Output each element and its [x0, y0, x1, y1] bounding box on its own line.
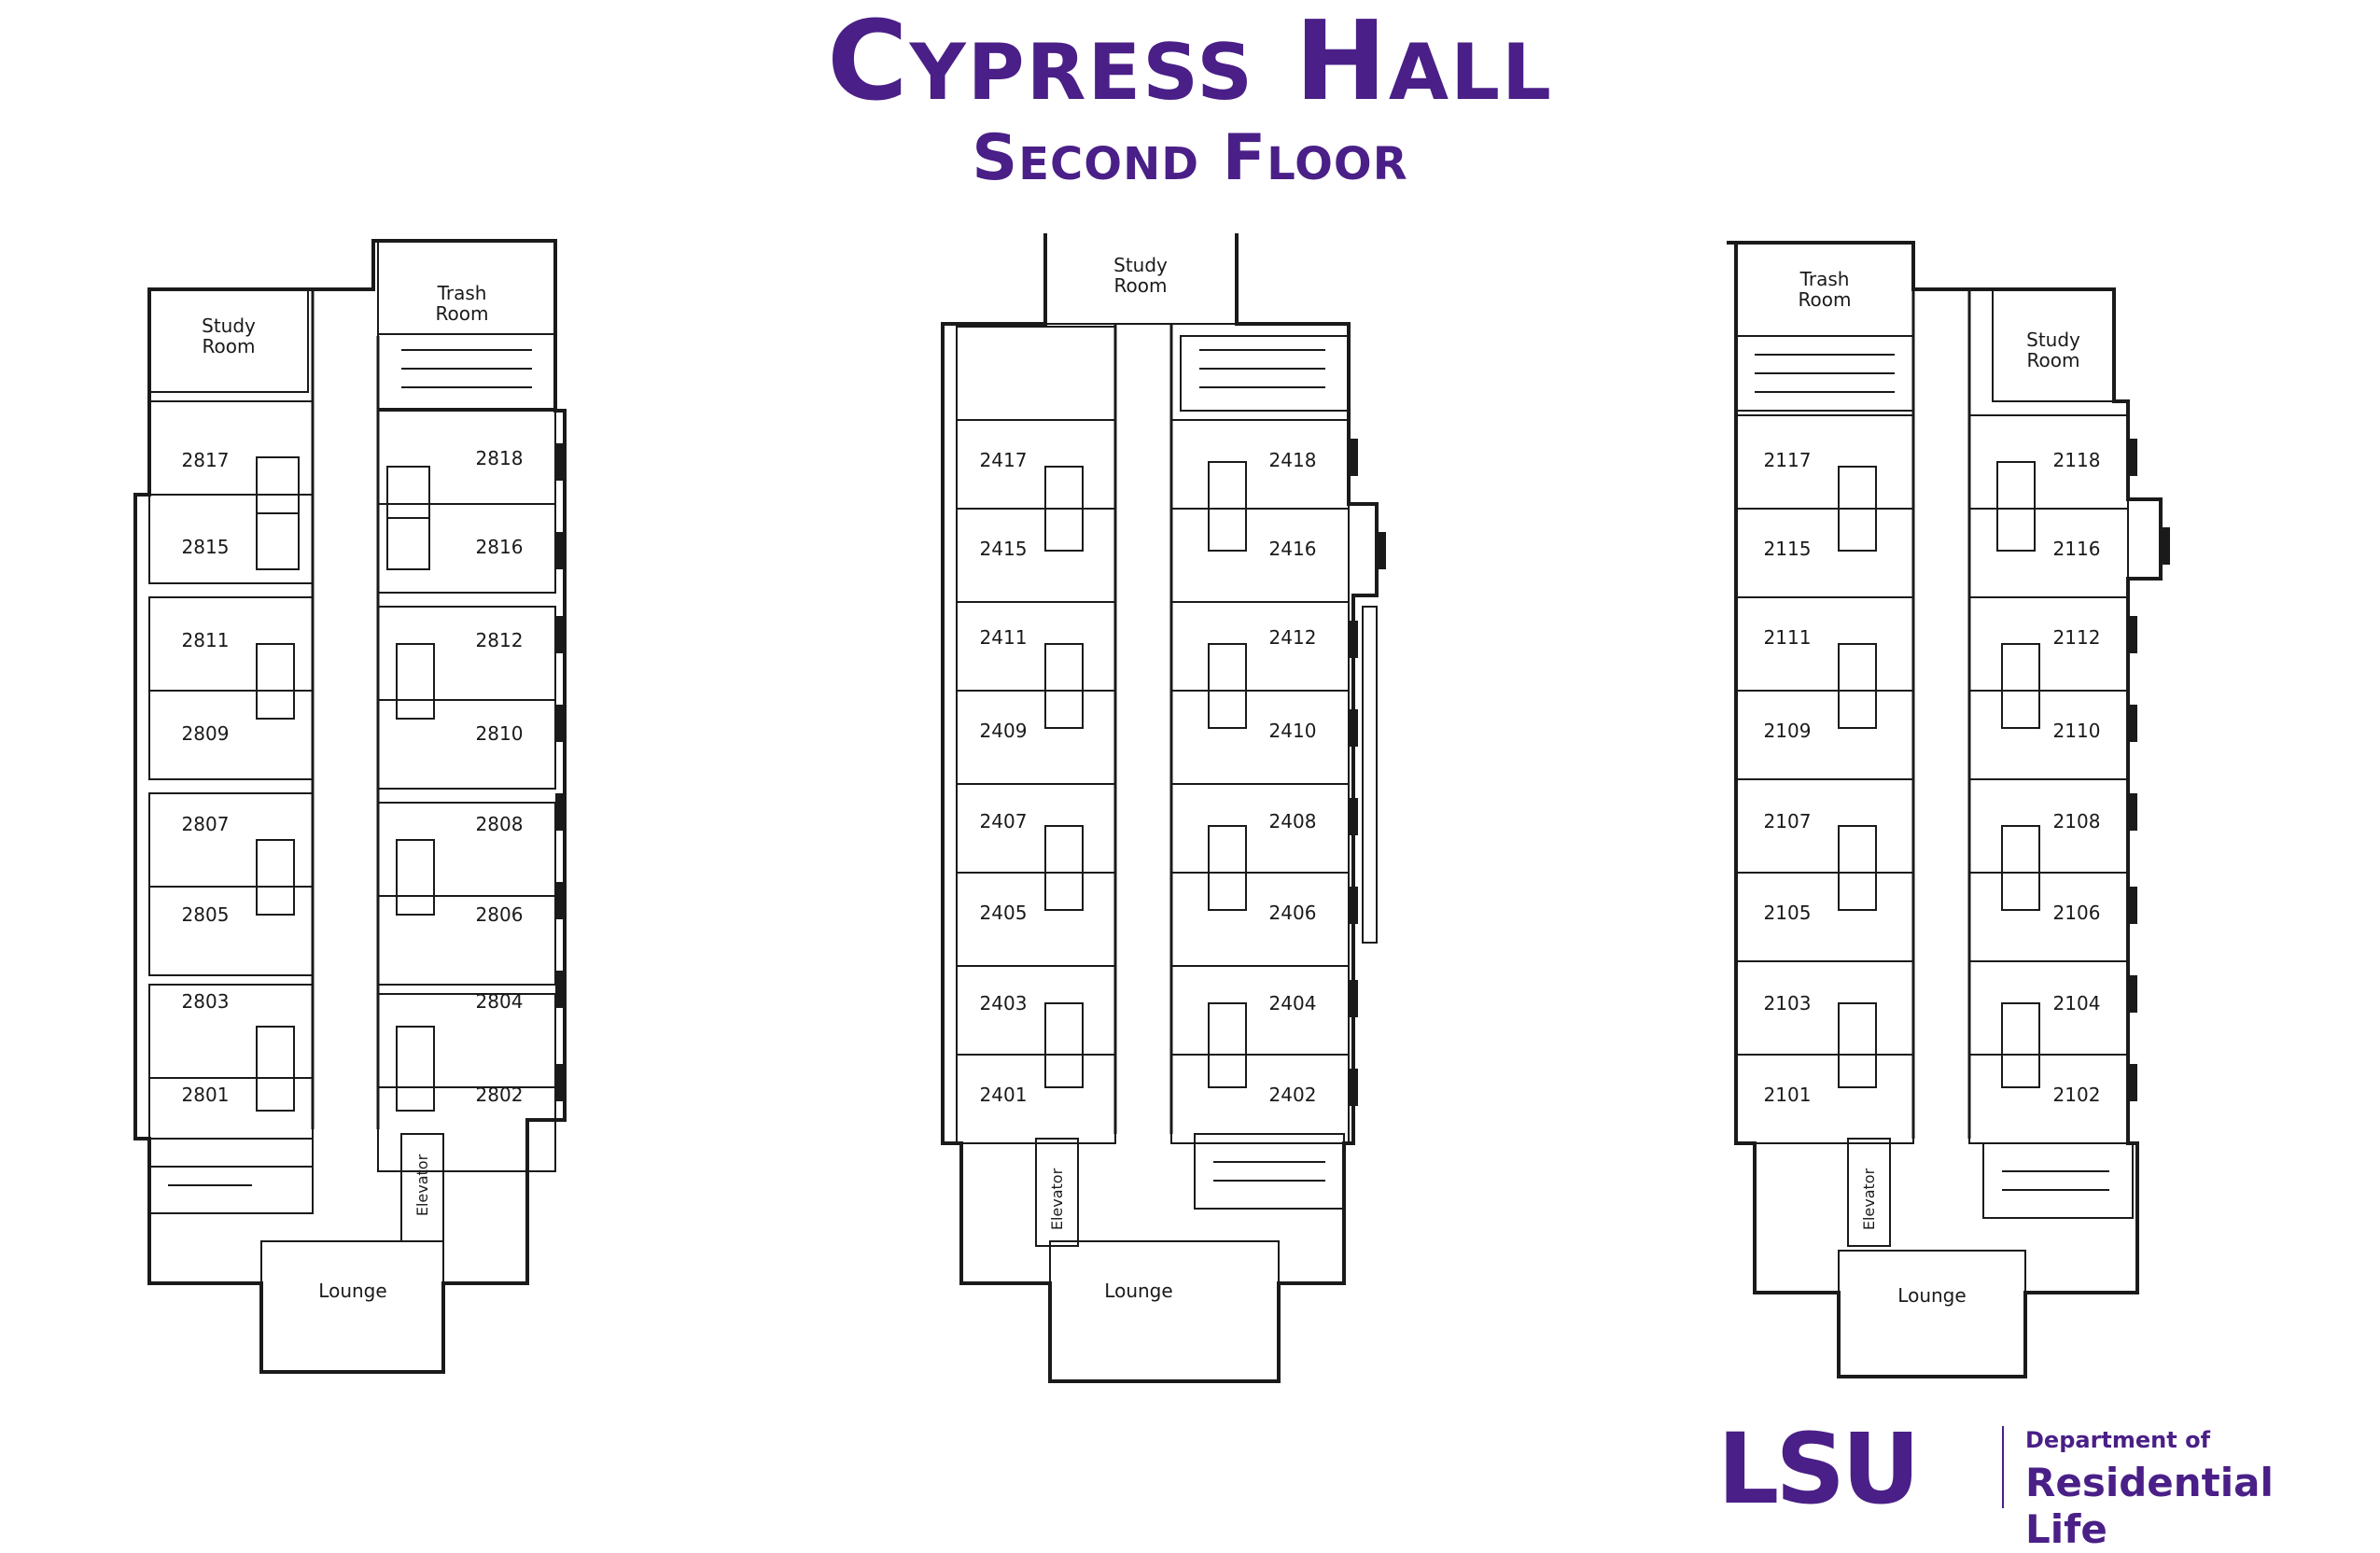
floor-plan-wing-a: 2817 2815 2811 2809 2807 2805 2803 2801 …: [133, 239, 567, 1374]
room-label: 2115: [1764, 538, 1812, 560]
room-label: 2818: [476, 447, 524, 469]
room-label: 2108: [2053, 810, 2101, 832]
room-label: 2407: [980, 810, 1028, 832]
room-label: 2111: [1764, 626, 1812, 649]
room-label: 2415: [980, 538, 1028, 560]
room-label: 2405: [980, 902, 1028, 924]
room-label: 2118: [2053, 449, 2101, 471]
lounge-label: Lounge: [1897, 1284, 1966, 1307]
room-label: 2101: [1764, 1084, 1812, 1106]
room-label: 2106: [2053, 902, 2101, 924]
room-label: 2809: [182, 722, 230, 745]
room-label: 2117: [1764, 449, 1812, 471]
room-label: 2409: [980, 720, 1028, 742]
room-label: 2416: [1269, 538, 1317, 560]
room-label: 2815: [182, 536, 230, 558]
logo-residential-life: Residential Life: [2025, 1460, 2274, 1552]
room-label: 2107: [1764, 810, 1812, 832]
room-label: 2102: [2053, 1084, 2101, 1106]
lounge-label: Lounge: [318, 1280, 386, 1302]
elevator-label: Elevator: [1860, 1168, 1878, 1230]
room-label: 2807: [182, 813, 230, 835]
room-label: 2403: [980, 992, 1028, 1014]
page-title: Cypress Hall: [827, 0, 1553, 125]
room-label: 2412: [1269, 626, 1317, 649]
room-label: 2112: [2053, 626, 2101, 649]
room-label: 2410: [1269, 720, 1317, 742]
room-label: 2105: [1764, 902, 1812, 924]
room-label: 2109: [1764, 720, 1812, 742]
room-label: 2418: [1269, 449, 1317, 471]
room-label: 2816: [476, 536, 524, 558]
room-label: 2116: [2053, 538, 2101, 560]
room-label: 2817: [182, 449, 230, 471]
room-label: 2110: [2053, 720, 2101, 742]
room-label: 2801: [182, 1084, 230, 1106]
room-label: 2810: [476, 722, 524, 745]
room-label: 2406: [1269, 902, 1317, 924]
elevator-label: Elevator: [1048, 1168, 1066, 1230]
room-label: 2806: [476, 903, 524, 926]
room-label: 2804: [476, 990, 524, 1013]
room-label: 2805: [182, 903, 230, 926]
logo-department-line: Department of: [2025, 1427, 2211, 1453]
floor-plan-wing-b: 2417 2415 2411 2409 2407 2405 2403 2401 …: [941, 233, 1386, 1383]
room-label: 2401: [980, 1084, 1028, 1106]
floor-plan-wing-c: 2117 2115 2111 2109 2107 2105 2103 2101 …: [1727, 241, 2170, 1378]
room-label: 2812: [476, 629, 524, 651]
room-label: 2408: [1269, 810, 1317, 832]
room-label: 2803: [182, 990, 230, 1013]
lsu-wordmark: LSU: [1717, 1412, 1921, 1526]
logo-divider: [2002, 1426, 2004, 1508]
room-label: 2411: [980, 626, 1028, 649]
room-label: 2802: [476, 1084, 524, 1106]
lsu-reslife-logo: LSU Department of Residential Life: [1717, 1412, 2352, 1552]
room-label: 2104: [2053, 992, 2101, 1014]
room-label: 2811: [182, 629, 230, 651]
room-label: 2417: [980, 449, 1028, 471]
room-label: 2404: [1269, 992, 1317, 1014]
room-label: 2402: [1269, 1084, 1317, 1106]
room-label: 2103: [1764, 992, 1812, 1014]
elevator-label: Elevator: [413, 1154, 431, 1216]
page-subtitle: Second Floor: [972, 121, 1408, 195]
room-label: 2808: [476, 813, 524, 835]
lounge-label: Lounge: [1104, 1280, 1172, 1302]
